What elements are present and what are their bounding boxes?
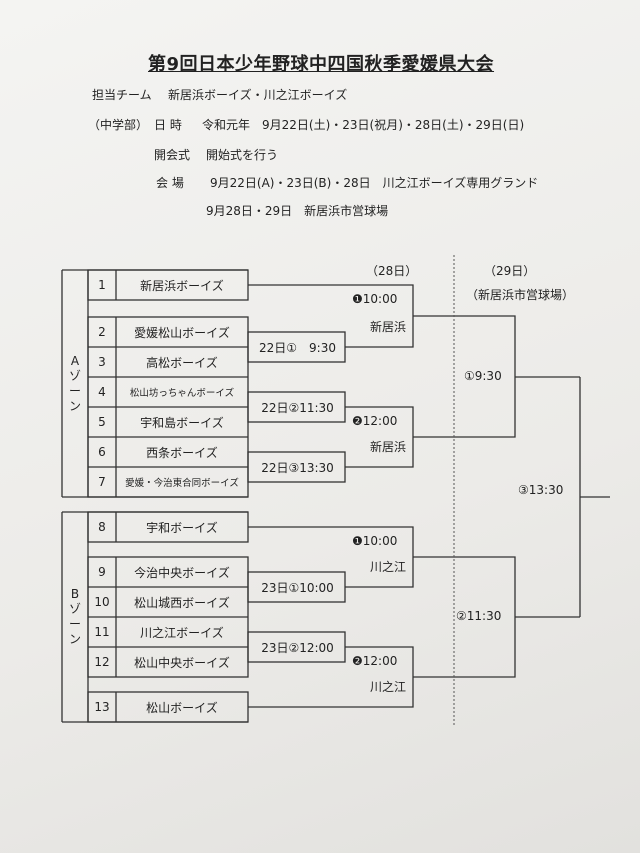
ceremony-label: 開会式 [154, 148, 191, 162]
team-number: 9 [98, 565, 106, 579]
first-round-match: 22日① 9:30 [259, 340, 336, 355]
team-name: 松山城西ボーイズ [134, 595, 230, 610]
first-round-match: 23日①10:00 [261, 580, 334, 595]
team-name: 宇和ボーイズ [146, 520, 218, 535]
zone-a-char: A [70, 353, 80, 368]
zone-b-char: ー [68, 617, 81, 631]
venue-value-2: 9月28日・29日 新居浜市営球場 [206, 204, 389, 218]
team-name: 松山坊っちゃんボーイズ [129, 388, 235, 399]
second-round-time: ❶10:00 [352, 534, 398, 548]
venue-value-1: 9月22日(A)・23日(B)・28日 川之江ボーイズ専用グランド [210, 176, 539, 190]
team-name: 高松ボーイズ [146, 355, 218, 370]
team-number: 1 [98, 278, 106, 292]
zone-b-label: B ゾ ー ン [62, 512, 88, 722]
second-round-venue: 新居浜 [370, 320, 407, 334]
team-number: 5 [98, 415, 106, 429]
first-round-match: 23日②12:00 [261, 640, 334, 655]
second-round-venue: 川之江 [370, 680, 407, 694]
round-28-label: （28日） [366, 264, 418, 278]
team-number: 12 [94, 655, 110, 669]
zone-b-char: ン [68, 632, 81, 646]
team-number: 6 [98, 445, 106, 459]
first-round-match: 22日③13:30 [261, 460, 334, 475]
team-name: 松山ボーイズ [146, 700, 218, 715]
venue-label: 会 場 [156, 176, 184, 190]
team-number: 3 [98, 355, 106, 369]
second-round-time: ❷12:00 [352, 654, 398, 668]
second-round-venue: 新居浜 [370, 440, 407, 454]
team-number: 10 [94, 595, 110, 609]
final-time: ③13:30 [518, 483, 564, 497]
team-number: 7 [98, 475, 106, 489]
zone-a-char: ン [68, 398, 81, 413]
semifinal-time: ②11:30 [456, 609, 502, 623]
team-name: 愛媛松山ボーイズ [134, 325, 230, 340]
zone-a-char: ー [68, 383, 81, 398]
teams-label: 担当チーム [92, 88, 152, 102]
ceremony-value: 開始式を行う [206, 148, 279, 162]
team-name: 今治中央ボーイズ [134, 565, 230, 580]
zone-a-char: ゾ [68, 368, 81, 383]
team-name: 愛媛・今治東合同ボーイズ [125, 478, 239, 489]
team-number: 11 [94, 625, 110, 639]
semifinal-time: ①9:30 [464, 369, 502, 383]
date-label: 日 時 [154, 118, 182, 132]
team-name: 西条ボーイズ [146, 445, 218, 460]
round-29-label: （29日） [484, 264, 536, 278]
second-round-venue: 川之江 [370, 560, 407, 574]
date-value: 令和元年 9月22日(土)・23日(祝月)・28日(土)・29日(日) [202, 118, 525, 132]
division-label: （中学部） [88, 118, 149, 132]
team-number: 2 [98, 325, 106, 339]
team-name: 川之江ボーイズ [140, 625, 224, 640]
zone-b-char: ゾ [68, 602, 81, 616]
team-number: 4 [98, 385, 106, 399]
first-round-match: 22日②11:30 [261, 400, 334, 415]
zone-a-label: A ゾ ー ン [62, 270, 88, 497]
second-round-time: ❶10:00 [352, 292, 398, 306]
second-round-time: ❷12:00 [352, 414, 398, 428]
team-name: 宇和島ボーイズ [140, 415, 224, 430]
page-title: 第9回日本少年野球中四国秋季愛媛県大会 [148, 54, 495, 75]
teams-value: 新居浜ボーイズ・川之江ボーイズ [168, 88, 348, 102]
team-number: 13 [94, 700, 110, 714]
team-name: 松山中央ボーイズ [134, 655, 230, 670]
team-name: 新居浜ボーイズ [140, 278, 224, 293]
team-number: 8 [98, 520, 106, 534]
zone-b-char: B [70, 587, 80, 601]
round-29-venue: （新居浜市営球場） [466, 288, 575, 302]
